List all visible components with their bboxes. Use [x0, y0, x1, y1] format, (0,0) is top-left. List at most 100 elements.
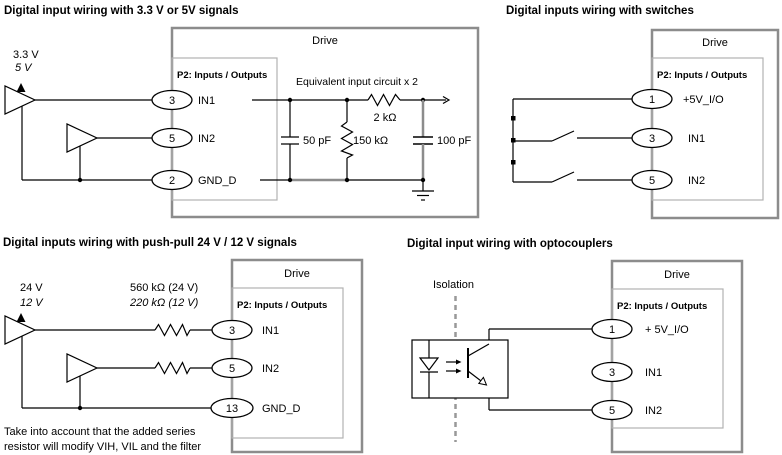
resistor-icon: [367, 93, 401, 107]
panel-title: Digital input wiring with 3.3 V or 5V si…: [4, 5, 239, 17]
pin-number: 2: [169, 175, 175, 187]
pin-2: 2 GND_D: [151, 169, 237, 191]
pin-3: 3 IN1: [151, 89, 215, 111]
pin-label: +5V_I/O: [683, 94, 724, 106]
pin-oval: [211, 319, 253, 341]
pin-oval: [151, 89, 193, 111]
external-wires: [21, 323, 212, 411]
panel-signals-3v3-5v: Digital input wiring with 3.3 V or 5V si…: [4, 5, 480, 219]
note-line-1: Take into account that the added series: [4, 426, 196, 438]
series-resistor-label: 2 kΩ: [374, 112, 397, 124]
pin-oval: [591, 361, 633, 383]
filter-capacitor-label: 100 pF: [437, 135, 472, 147]
series-resistor-12v-label: 220 kΩ (12 V): [129, 297, 199, 309]
p2-connector-label: P2: Inputs / Outputs: [237, 300, 327, 311]
pin-5: 5 IN2: [151, 127, 215, 149]
pin-oval: [211, 357, 253, 379]
drive-box: [650, 28, 780, 220]
pin-number: 1: [609, 324, 615, 336]
p2-connector-label: P2: Inputs / Outputs: [657, 70, 747, 81]
pin-5: 5 IN2: [591, 399, 662, 421]
pin-3: 3 IN1: [211, 319, 279, 341]
panel-title: Digital inputs wiring with push-pull 24 …: [3, 237, 297, 249]
junction-dot: [287, 177, 293, 183]
pin-3: 3 IN1: [631, 127, 705, 149]
pin-label: IN2: [198, 133, 215, 145]
capacitor-icon: [281, 100, 299, 180]
pin-label: IN1: [198, 95, 215, 107]
resistor-icon: [154, 361, 191, 375]
signal-arrow-icon: [442, 95, 451, 105]
input-capacitor-label: 50 pF: [303, 135, 331, 147]
junction-dot: [77, 177, 83, 183]
supply-voltage-label: 3.3 V: [13, 49, 39, 61]
supply-voltage-alt-label: 5 V: [15, 62, 33, 74]
panel-title: Digital inputs wiring with switches: [506, 5, 694, 17]
pin-number: 13: [226, 403, 238, 415]
panel-push-pull: Digital inputs wiring with push-pull 24 …: [3, 237, 364, 454]
supply-voltage-alt-label: 12 V: [20, 297, 44, 309]
p2-connector-box: [611, 288, 724, 429]
isolation-label: Isolation: [433, 279, 474, 291]
drive-label: Drive: [312, 35, 338, 47]
pin-label: IN1: [688, 133, 705, 145]
external-wires: [21, 99, 152, 183]
panel-optocouplers: Digital input wiring with optocouplers D…: [407, 238, 744, 454]
panel-title: Digital input wiring with optocouplers: [407, 238, 613, 250]
drive-label: Drive: [702, 37, 728, 49]
junction-dot: [77, 405, 83, 411]
junction-dot: [511, 160, 516, 165]
optocoupler-box: [411, 339, 509, 399]
pulldown-resistor-label: 150 kΩ: [353, 135, 388, 147]
pin-1: 1 + 5V_I/O: [591, 318, 689, 340]
light-arrows-icon: [446, 359, 462, 374]
drive-label: Drive: [664, 269, 690, 281]
pin-number: 3: [169, 95, 175, 107]
switch-icon: [513, 130, 632, 142]
pin-number: 5: [229, 363, 235, 375]
drive-label: Drive: [284, 268, 310, 280]
buffer-icon: [66, 353, 99, 383]
pin-number: 3: [609, 367, 615, 379]
buffer-icon: [4, 315, 37, 345]
capacitor-icon: [413, 100, 433, 180]
drive-box: [170, 26, 480, 219]
pin-oval: [591, 399, 633, 421]
phototransistor-icon: [467, 343, 490, 386]
pin-5: 5 IN2: [211, 357, 279, 379]
optocoupler-symbol: [411, 339, 509, 399]
external-wires: [511, 98, 632, 183]
equivalent-input-circuit: Equivalent input circuit x 2 2 kΩ 50 pF: [252, 76, 472, 201]
pin-1: 1 +5V_I/O: [631, 88, 724, 110]
pin-number: 1: [649, 94, 655, 106]
pin-oval: [151, 127, 193, 149]
buffer-icon: [4, 85, 37, 115]
switch-icon: [513, 171, 632, 183]
pin-oval: [210, 397, 254, 419]
buffer-icon: [66, 123, 99, 153]
junction-dot: [344, 177, 350, 183]
series-resistor-24v-label: 560 kΩ (24 V): [130, 282, 198, 294]
pin-label: IN2: [262, 363, 279, 375]
pin-number: 5: [609, 405, 615, 417]
pin-label: GND_D: [262, 403, 301, 415]
pin-oval: [631, 88, 673, 110]
junction-dot: [511, 116, 516, 121]
equivalent-circuit-title: Equivalent input circuit x 2: [296, 76, 418, 88]
resistor-icon: [340, 100, 354, 180]
pin-3: 3 IN1: [591, 361, 662, 383]
supply-arrow-icon: [16, 313, 26, 322]
pin-number: 5: [649, 175, 655, 187]
drive-box: [610, 259, 744, 454]
pin-label: IN1: [645, 367, 662, 379]
pin-number: 3: [229, 325, 235, 337]
pin-oval: [631, 127, 673, 149]
ground-icon: [412, 180, 434, 201]
supply-voltage-label: 24 V: [20, 282, 43, 294]
pin-oval: [631, 169, 673, 191]
pin-5: 5 IN2: [631, 169, 705, 191]
pin-label: GND_D: [198, 175, 237, 187]
supply-arrow-icon: [16, 83, 26, 92]
pin-label: IN2: [645, 405, 662, 417]
